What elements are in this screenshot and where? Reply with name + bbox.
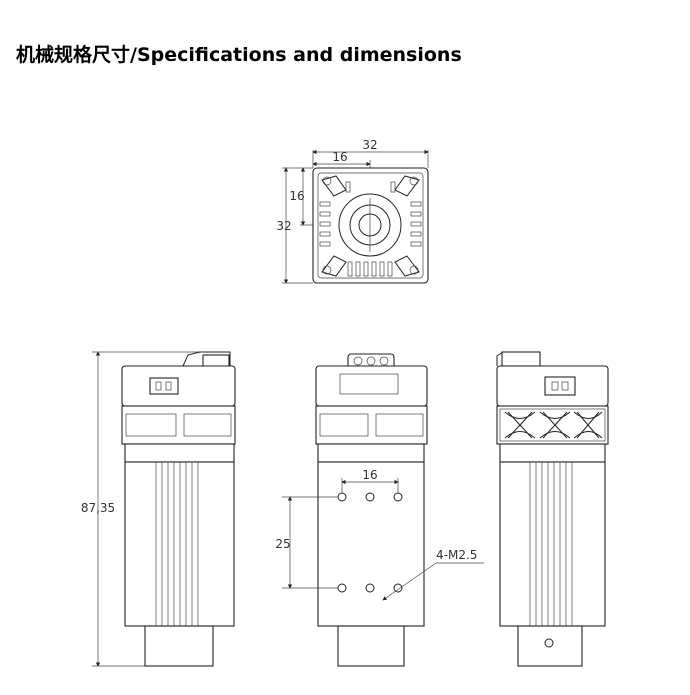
hole-callout-label: 4-M2.5 <box>436 548 477 562</box>
mount-hole <box>365 492 375 502</box>
hole-spacing-x-label: 16 <box>362 468 377 482</box>
page-title: 机械规格尺寸/Specifications and dimensions <box>16 44 462 66</box>
top-half-height-label: 16 <box>289 189 304 203</box>
top-view: 32 16 32 16 <box>276 138 429 284</box>
top-width-label: 32 <box>362 138 377 152</box>
length-label: 87,35 <box>81 501 115 515</box>
mount-hole <box>393 583 403 593</box>
left-side-view: 87,35 <box>81 351 236 667</box>
mount-hole <box>365 583 375 593</box>
right-side-view <box>496 351 609 667</box>
front-view: 16 25 4-M2.5 <box>275 353 484 667</box>
hole-spacing-y-label: 25 <box>275 537 290 551</box>
top-half-width-label: 16 <box>332 150 347 164</box>
top-height-label: 32 <box>276 219 291 233</box>
